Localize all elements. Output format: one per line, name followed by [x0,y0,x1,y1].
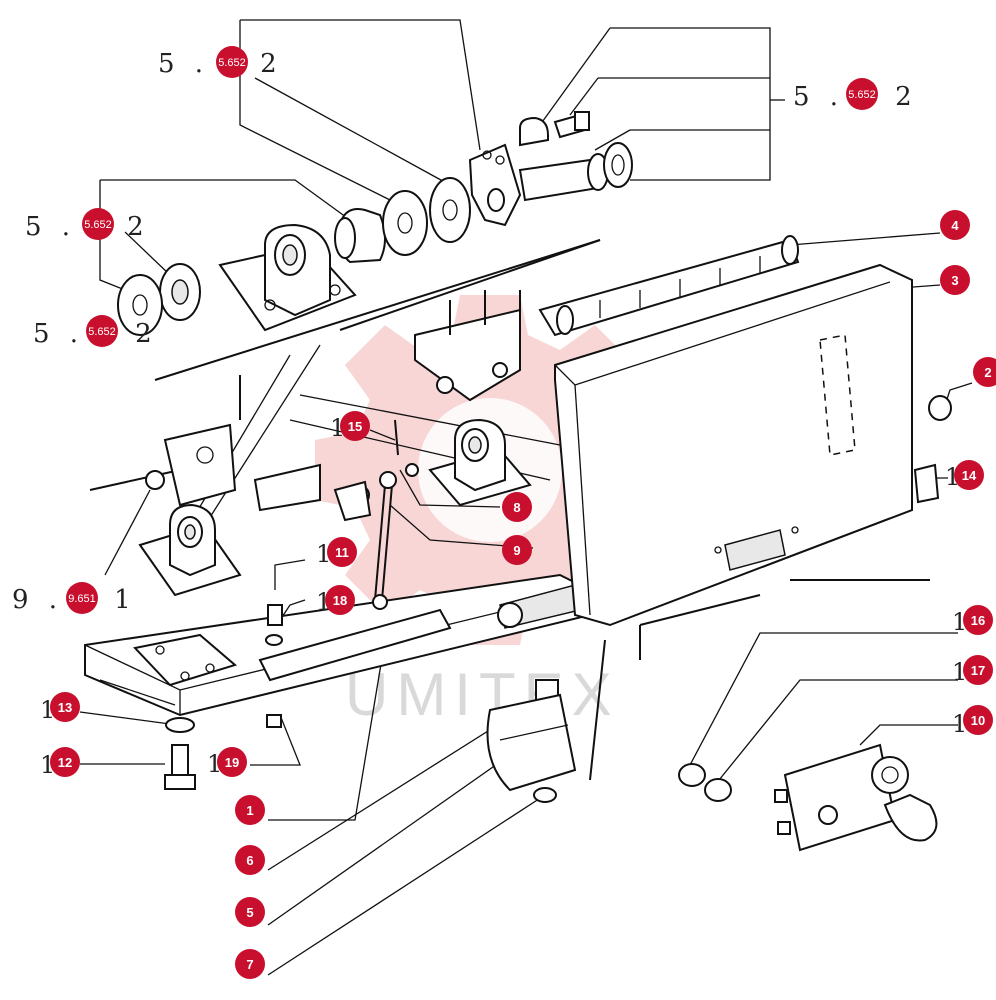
svg-text:17: 17 [971,663,985,678]
svg-text:11: 11 [335,545,349,560]
callout-6[interactable]: 6 [235,845,265,875]
hinge-strip [538,235,800,337]
svg-text:3: 3 [951,273,958,288]
svg-text:5.652: 5.652 [84,219,112,231]
callout-9[interactable]: 9 [502,535,532,565]
callout-5[interactable]: 5 [235,897,265,927]
callout-10[interactable]: 1 10 [952,705,993,738]
callout-18[interactable]: 1 18 [316,585,355,616]
callout-15[interactable]: 1 15 [330,411,370,442]
svg-text:14: 14 [962,468,977,483]
callout-12[interactable]: 1 12 [40,747,80,779]
rod-assembly [333,419,419,610]
main-beam [84,573,591,717]
callout-16[interactable]: 1 16 [952,605,993,636]
callout-14[interactable]: 1 14 [945,460,984,491]
callout-8[interactable]: 8 [502,492,532,522]
callout-19[interactable]: 1 19 [207,747,247,778]
svg-text:12: 12 [58,755,72,770]
svg-text:5.652: 5.652 [88,326,116,338]
ref-marker-top-right: 5.652 [846,78,878,110]
svg-text:19: 19 [225,755,239,770]
clamp [486,693,577,792]
svg-text:1: 1 [246,803,253,818]
socket-plate [774,743,938,852]
callout-markers: 1 2 3 4 5 6 7 8 [40,210,996,979]
svg-text:5.652: 5.652 [218,57,246,69]
pivot-block-top [218,223,357,332]
pivot-block-mid [428,418,532,507]
svg-text:4: 4 [951,218,959,233]
small-hardware [164,395,952,803]
callout-2[interactable]: 2 [973,357,996,387]
svg-text:5: 5 [246,905,253,920]
reference-labels: 5 . 5 2 5 . 5 2 5 . 5 2 5 . 5 2 9 . 5 1 … [12,46,912,615]
upper-frame [145,290,561,512]
callout-7[interactable]: 7 [235,949,265,979]
ref-marker-bottom-left: 9.651 [66,582,98,614]
svg-text:1: 1 [316,540,331,568]
svg-text:6: 6 [246,853,253,868]
svg-text:8: 8 [513,500,520,515]
svg-text:15: 15 [348,419,362,434]
svg-text:1: 1 [952,608,967,636]
callout-4[interactable]: 4 [940,210,970,240]
svg-text:9: 9 [513,543,520,558]
svg-text:9.651: 9.651 [68,593,96,605]
callout-11[interactable]: 1 11 [316,537,357,568]
svg-text:13: 13 [58,700,72,715]
svg-text:1: 1 [952,658,967,686]
watermark-text: UMITEX [345,661,620,728]
callout-17[interactable]: 1 17 [952,655,993,686]
svg-text:10: 10 [971,713,985,728]
callout-3[interactable]: 3 [940,265,970,295]
svg-text:16: 16 [971,613,985,628]
ref-marker-mid-left: 5.652 [82,208,114,240]
callout-13[interactable]: 1 13 [40,692,80,724]
link-plate-top [468,111,633,227]
ref-marker-top-left: 5.652 [216,46,248,78]
pivot-block-left [138,503,242,597]
bushings-top [117,177,471,336]
svg-text:18: 18 [333,593,347,608]
ref-marker-lower-left: 5.652 [86,315,118,347]
cover-panel [554,263,913,627]
svg-text:7: 7 [246,957,253,972]
callout-1[interactable]: 1 [235,795,265,825]
svg-text:2: 2 [984,365,991,380]
svg-text:5.652: 5.652 [848,89,876,101]
